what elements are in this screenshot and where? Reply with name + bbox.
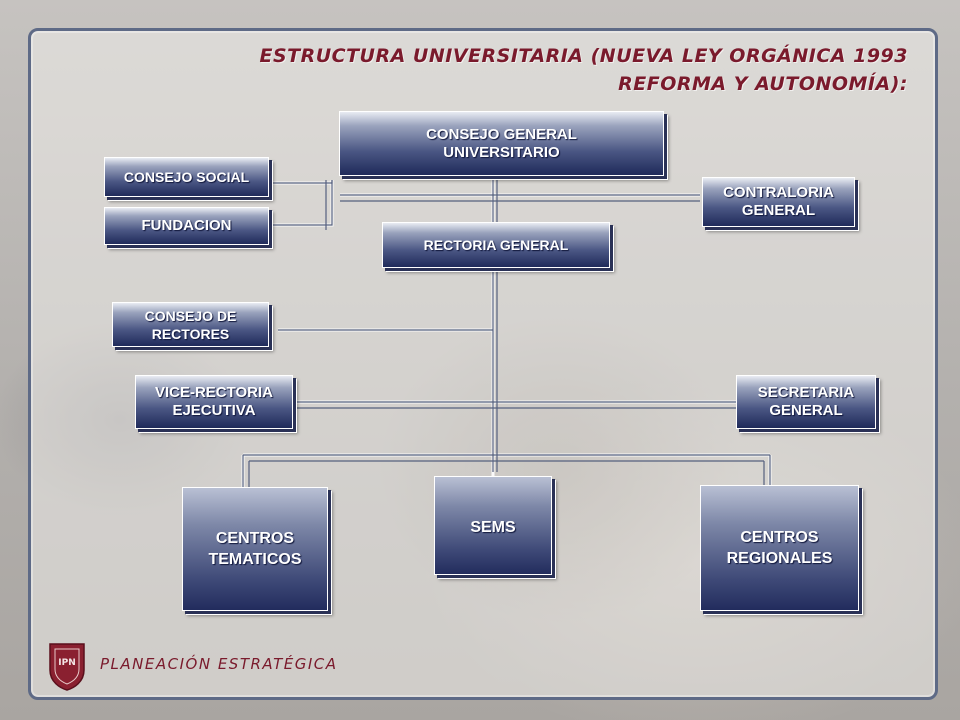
sems-label: SEMS [470,519,516,536]
footer-planeacion: PLANEACIÓN ESTRATÉGICA [100,655,338,673]
rectoria-general-box[interactable]: RECTORIA GENERAL [382,222,610,268]
contraloria-label: CONTRALORIA GENERAL [723,184,834,219]
svg-text:IPN: IPN [58,658,75,668]
consejo-rectores-label: CONSEJO DE RECTORES [144,307,237,342]
ipn-shield-logo: IPN [49,643,85,691]
consejo-general-label: CONSEJO GENERAL UNIVERSITARIO [426,125,577,161]
consejo-social-label: CONSEJO SOCIAL [123,169,250,185]
connector-fundacion [270,180,334,227]
vice-rectoria-label: VICE-RECTORIA EJECUTIVA [154,384,274,419]
page-title: ESTRUCTURA UNIVERSITARIA (NUEVA LEY ORGÁ… [208,42,908,98]
centros-tematicos-label: CENTROS TEMATICOS [208,530,302,568]
fundacion-box[interactable]: FUNDACION [104,207,269,245]
fundacion-label: FUNDACION [141,217,232,234]
sems-box[interactable]: SEMS [434,476,552,575]
title-line-1: ESTRUCTURA UNIVERSITARIA (NUEVA LEY ORGÁ… [259,45,908,67]
consejo-social-box[interactable]: CONSEJO SOCIAL [104,157,269,197]
centros-tematicos-box[interactable]: CENTROS TEMATICOS [182,487,328,611]
centros-regionales-box[interactable]: CENTROS REGIONALES [700,485,859,611]
contraloria-general-box[interactable]: CONTRALORIA GENERAL [702,177,855,227]
rectoria-label: RECTORIA GENERAL [423,237,569,253]
consejo-general-universitario-box[interactable]: CONSEJO GENERAL UNIVERSITARIO [339,111,664,176]
vice-rectoria-ejecutiva-box[interactable]: VICE-RECTORIA EJECUTIVA [135,375,293,429]
consejo-de-rectores-box[interactable]: CONSEJO DE RECTORES [112,302,269,347]
secretaria-label: SECRETARIA GENERAL [757,384,855,419]
centros-regionales-label: CENTROS REGIONALES [726,529,833,567]
title-line-2: REFORMA Y AUTONOMÍA): [618,73,908,95]
secretaria-general-box[interactable]: SECRETARIA GENERAL [736,375,876,429]
